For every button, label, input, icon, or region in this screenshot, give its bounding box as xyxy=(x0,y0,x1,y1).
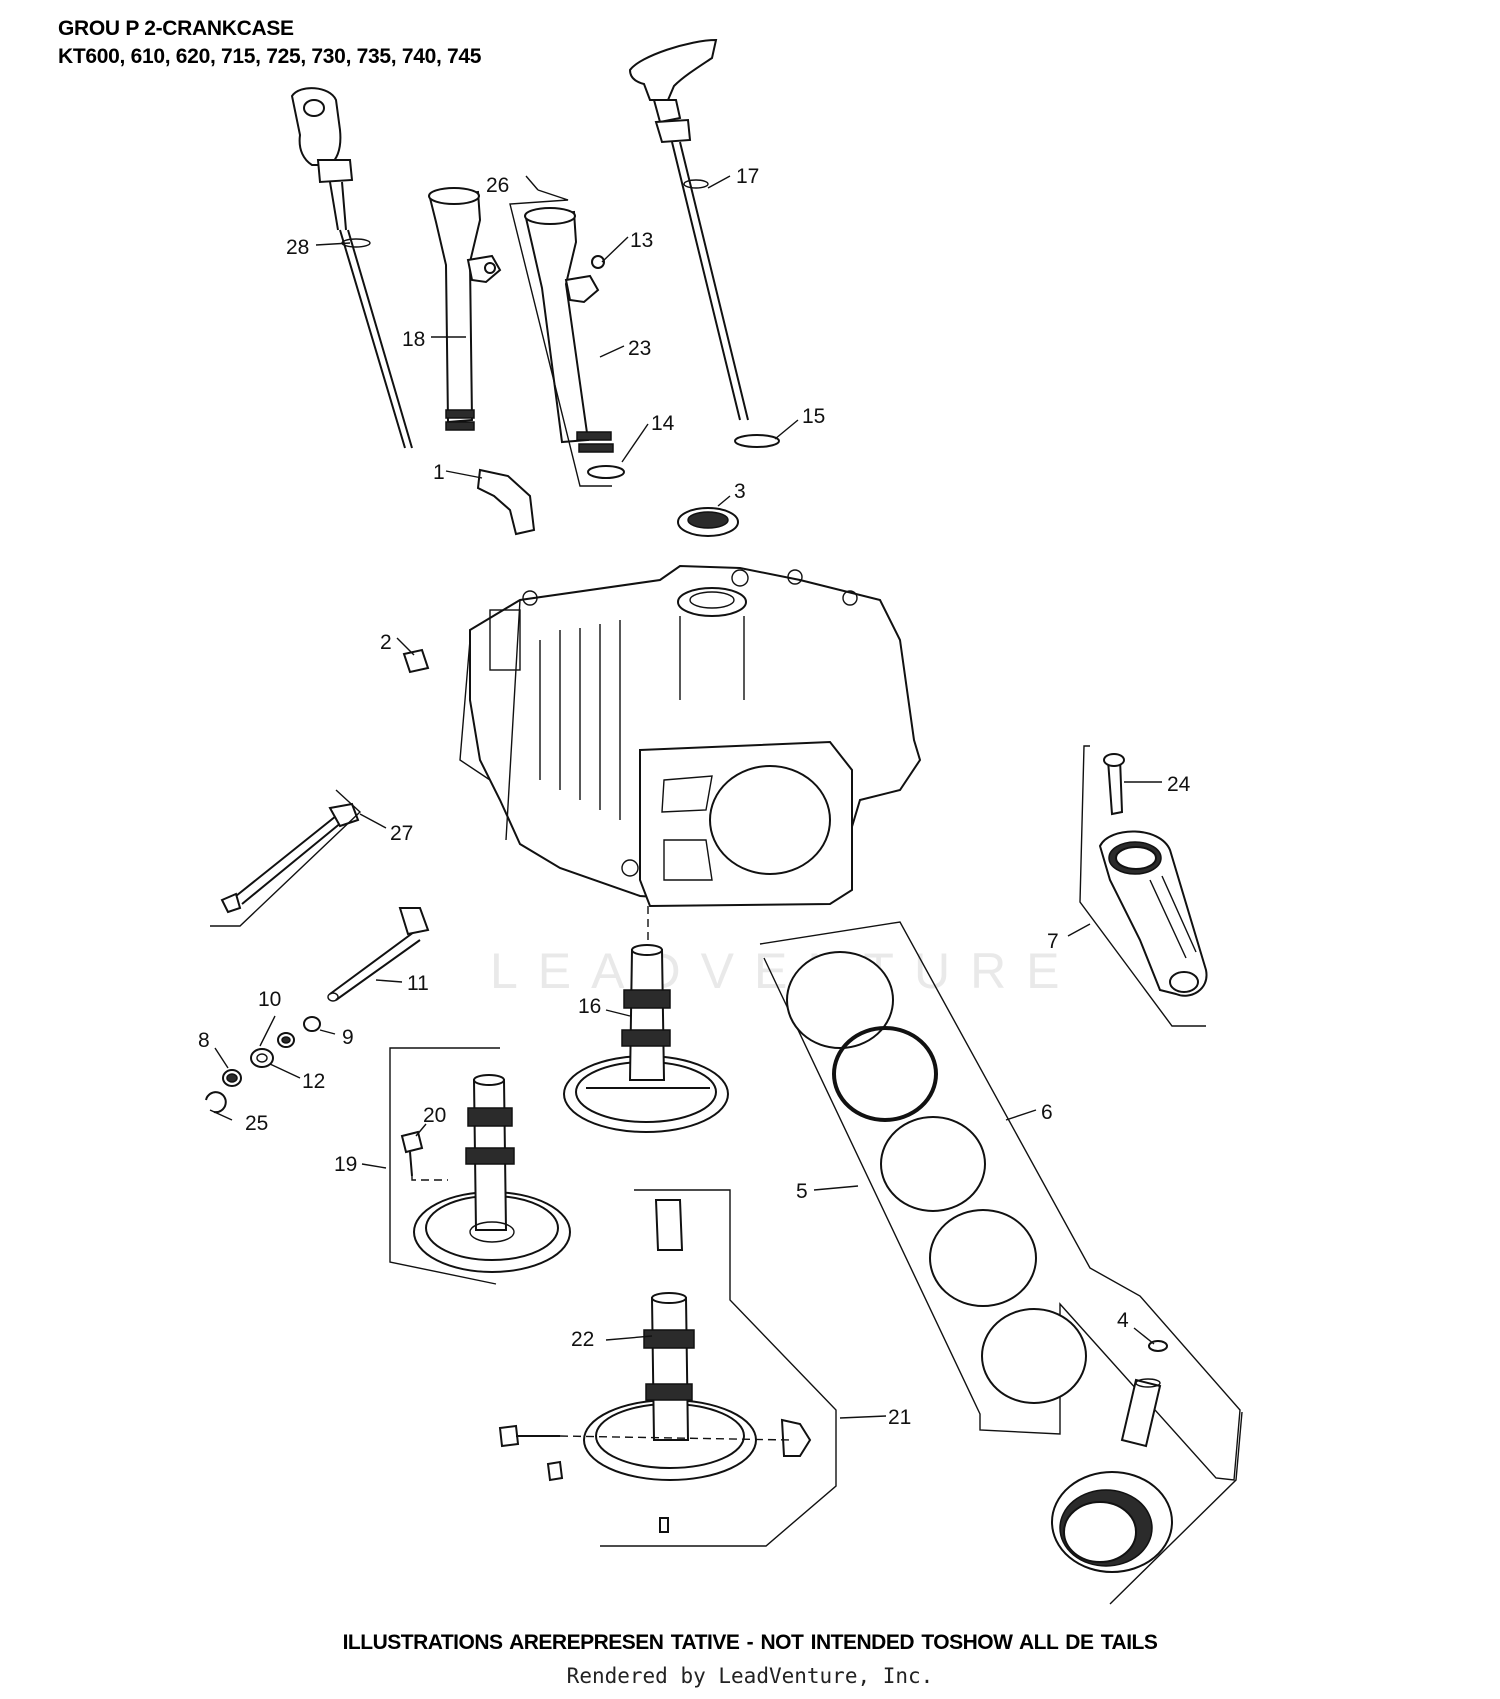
leader-lines xyxy=(209,175,1162,1419)
callout-22[interactable]: 22 xyxy=(571,1328,594,1351)
bracket-rings xyxy=(759,921,1241,1481)
watermark-text: LEADVENTURE xyxy=(490,943,1080,999)
camshaft-22[interactable] xyxy=(583,1199,757,1481)
callout-17[interactable]: 17 xyxy=(736,165,759,188)
callout-5[interactable]: 5 xyxy=(796,1180,808,1203)
bracket-piston xyxy=(1109,1411,1243,1605)
callout-7[interactable]: 7 xyxy=(1047,930,1059,953)
centerline-20 xyxy=(411,1176,448,1181)
dipstick-right[interactable] xyxy=(628,38,780,448)
bracket-21 xyxy=(600,1189,837,1547)
dipstick-left[interactable] xyxy=(290,87,413,449)
callout-2[interactable]: 2 xyxy=(380,631,392,654)
piston-rings[interactable] xyxy=(786,951,1087,1404)
pin-parts[interactable] xyxy=(498,1418,812,1533)
diagram-title: GROU P 2-CRANKCASE xyxy=(58,17,294,40)
callout-15[interactable]: 15 xyxy=(802,405,825,428)
callout-1[interactable]: 1 xyxy=(433,461,445,484)
callout-25[interactable]: 25 xyxy=(245,1112,268,1135)
piston[interactable] xyxy=(1051,1471,1173,1573)
callout-26[interactable]: 26 xyxy=(486,174,509,197)
oil-seal-3[interactable] xyxy=(677,507,739,537)
small-hardware[interactable] xyxy=(205,1016,321,1114)
callout-6[interactable]: 6 xyxy=(1041,1101,1053,1124)
callout-24[interactable]: 24 xyxy=(1167,773,1191,796)
callout-16[interactable]: 16 xyxy=(578,995,601,1018)
callout-12[interactable]: 12 xyxy=(302,1070,325,1093)
bracket-19 xyxy=(389,1047,500,1285)
dipstick-tube-18[interactable] xyxy=(428,187,502,431)
callout-8[interactable]: 8 xyxy=(198,1029,210,1052)
camshaft-16[interactable] xyxy=(563,944,729,1133)
bracket-1[interactable] xyxy=(476,468,536,536)
callout-4[interactable]: 4 xyxy=(1117,1309,1129,1332)
tube-11[interactable] xyxy=(327,907,430,1002)
callout-18[interactable]: 18 xyxy=(402,328,425,351)
dipstick-tube-23[interactable] xyxy=(524,207,625,479)
piston-pin[interactable] xyxy=(1120,1340,1168,1448)
bracket-26 xyxy=(509,189,612,487)
callout-9[interactable]: 9 xyxy=(342,1026,354,1049)
callout-10[interactable]: 10 xyxy=(258,988,281,1011)
callout-23[interactable]: 23 xyxy=(628,337,651,360)
clip-2[interactable] xyxy=(402,648,430,674)
connecting-rod[interactable] xyxy=(1098,753,1208,997)
bolt-20[interactable] xyxy=(400,1130,424,1177)
callout-28[interactable]: 28 xyxy=(286,236,309,259)
disclaimer-text: ILLUSTRATIONS AREREPRESEN TATIVE - NOT I… xyxy=(342,1631,1158,1654)
crankcase[interactable] xyxy=(459,564,922,908)
bracket-7 xyxy=(1079,745,1206,1027)
callout-21[interactable]: 21 xyxy=(888,1406,911,1429)
callout-labels: 1 2 3 4 5 6 7 8 9 10 11 12 13 14 15 16 1… xyxy=(198,165,1191,1429)
callout-14[interactable]: 14 xyxy=(651,412,675,435)
bracket-27 xyxy=(210,789,362,927)
callout-11[interactable]: 11 xyxy=(407,972,429,995)
render-credit: Rendered by LeadVenture, Inc. xyxy=(566,1664,934,1688)
callout-19[interactable]: 19 xyxy=(334,1153,357,1176)
camshaft-19[interactable] xyxy=(413,1074,571,1273)
callout-3[interactable]: 3 xyxy=(734,480,746,503)
tube-27[interactable] xyxy=(220,802,360,914)
callout-27[interactable]: 27 xyxy=(390,822,413,845)
callout-20[interactable]: 20 xyxy=(423,1104,446,1127)
callout-13[interactable]: 13 xyxy=(630,229,653,252)
model-list: KT600, 610, 620, 715, 725, 730, 735, 740… xyxy=(58,45,482,68)
